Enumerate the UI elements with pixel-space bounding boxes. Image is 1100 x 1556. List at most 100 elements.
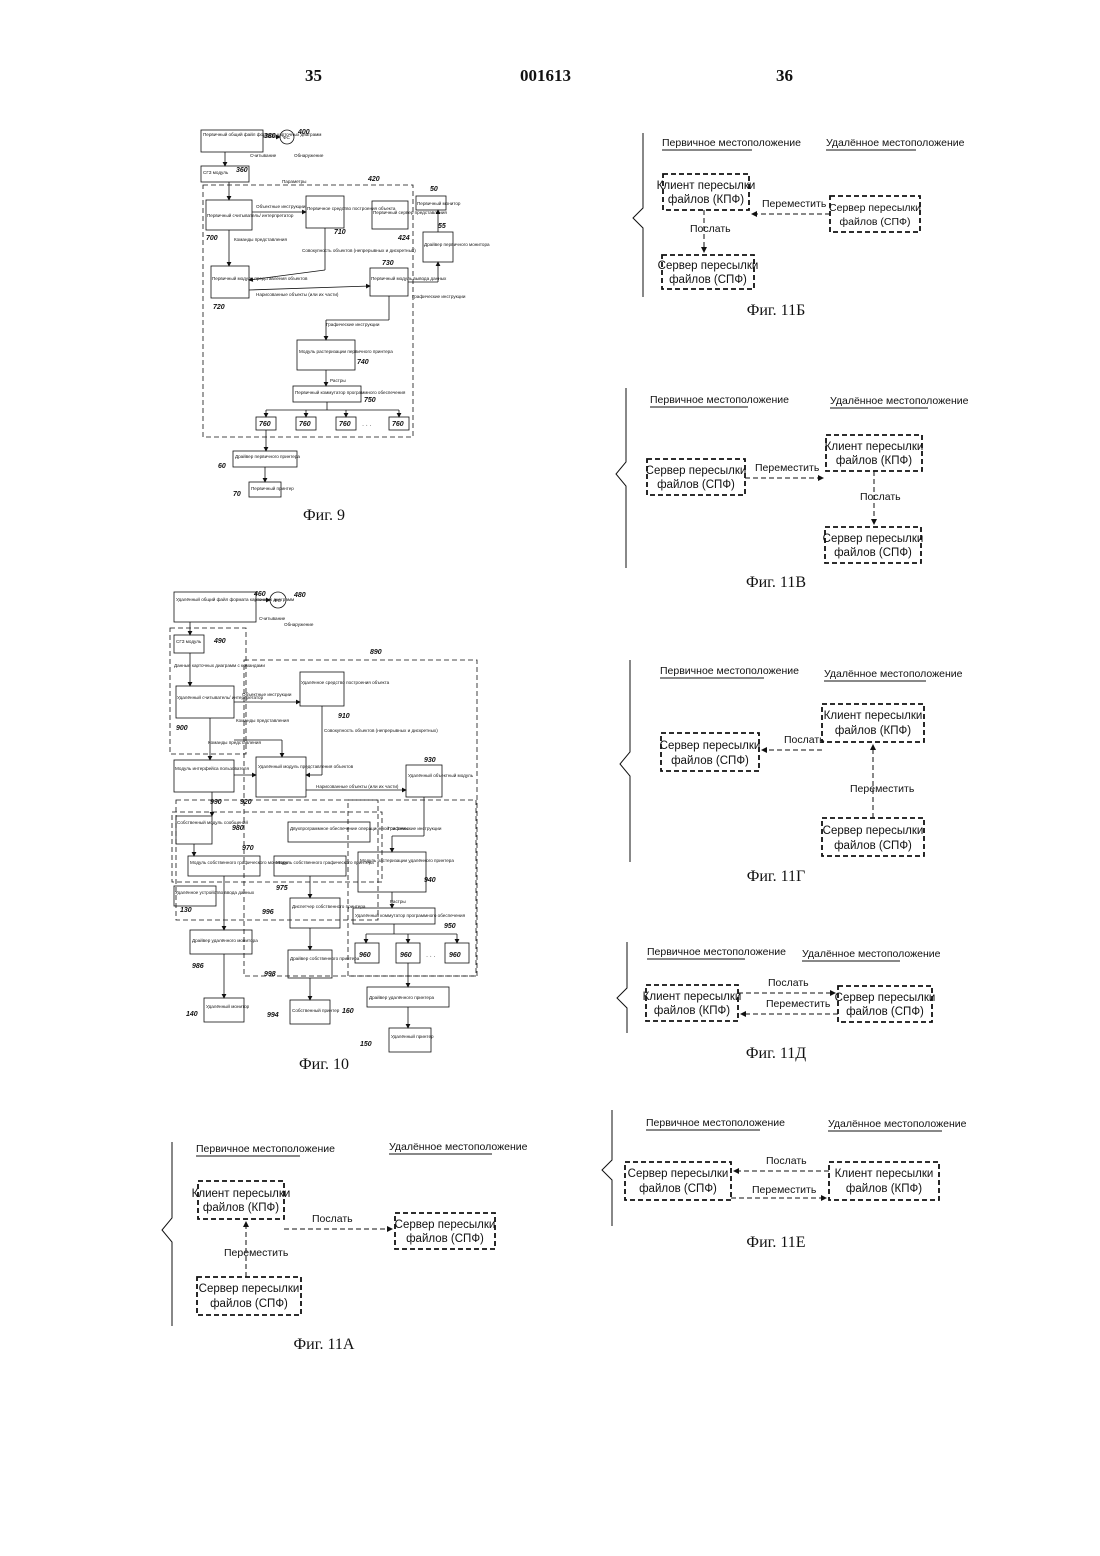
fig9-n760-d: 760 (392, 421, 404, 428)
f11b-server-r-2: файлов (СПФ) (839, 216, 910, 228)
fig10-obj-set: Совокупность объектов (непрерывных и дис… (324, 728, 438, 733)
f11b-client-1: Клиент пересылки (657, 180, 756, 192)
fig9-n424: 424 (397, 235, 410, 242)
fig10-output-module: Удалённый объектный модуль (408, 772, 474, 778)
f11e-server-2: файлов (СПФ) (639, 1183, 717, 1195)
f11d-server-1: Сервер пересылки (835, 992, 936, 1004)
remote-monitor-box (204, 998, 244, 1022)
fig11b-caption: Фиг. 11Б (696, 302, 856, 320)
fig9-n760-c: 760 (339, 421, 351, 428)
fig10-read: Считывание (259, 616, 286, 621)
f11e-client-2: файлов (КПФ) (846, 1183, 922, 1195)
f11e-remote: Удалённое местоположение (828, 1118, 967, 1130)
f11g-primary: Первичное местоположение (660, 665, 799, 677)
fig10-n990: 990 (210, 799, 222, 806)
own-printer-driver-box (288, 950, 332, 978)
fig10-n994: 994 (267, 1012, 279, 1019)
fig10-remote-printer-driver: Драйвер удалённого принтера (369, 994, 435, 1000)
fig11v-caption: Фиг. 11В (696, 574, 856, 592)
f11a-send: Послать (312, 1213, 353, 1225)
fig10-switch: Удалённый коммутатор программного обеспе… (355, 912, 466, 918)
fig10-obj-instr: Объектные инструкции (242, 692, 292, 697)
fig9-interpreter: Первичный считыватель/ интерпретатор (207, 212, 294, 218)
fig10-n960-b: 960 (400, 952, 412, 959)
primary-system-frame (203, 185, 413, 437)
fig10-n980: 980 (232, 825, 244, 832)
f11a-client-2: файлов (КПФ) (203, 1202, 279, 1214)
fig10-n910: 910 (338, 713, 350, 720)
f11b-move: Переместить (762, 198, 827, 210)
fig10-n930: 930 (424, 757, 436, 764)
own-dispatcher-box (290, 898, 340, 928)
f11b-client-2: файлов (КПФ) (668, 194, 744, 206)
fig9-n760-a: 760 (259, 421, 271, 428)
fig10-own-monitor-mod: Модуль собственного графического монитор… (190, 860, 289, 865)
f11b-primary: Первичное местоположение (662, 137, 801, 149)
f11d-remote: Удалённое местоположение (802, 948, 941, 960)
fig10-pres-cmds2: Команды представления (208, 740, 261, 745)
fig9-read: Считывание (250, 153, 277, 158)
fig9-fs: ФС (283, 135, 290, 140)
f11d-client-2: файлов (КПФ) (654, 1005, 730, 1017)
fig9-n380: 380 (264, 133, 276, 140)
remote-printer-box (389, 1028, 431, 1052)
figure-11a: Первичное местоположение Удалённое место… (162, 1141, 528, 1326)
f11e-server-1: Сервер пересылки (628, 1168, 729, 1180)
ui-module-box (174, 760, 234, 792)
f11g-client-1: Клиент пересылки (824, 710, 923, 722)
fig10-n490: 490 (213, 638, 226, 645)
f11b-server-l-2: файлов (СПФ) (669, 274, 747, 286)
fig10-remote-mon-driver: Драйвер удалённого монитора (192, 937, 258, 943)
figure-11b: Первичное местоположение Удалённое место… (633, 133, 965, 297)
fig10-rasters: Растры (390, 899, 406, 904)
fig11a-caption: Фиг. 11А (244, 1336, 404, 1354)
fig9-n730: 730 (382, 260, 394, 267)
own-printer-mod-box (274, 856, 346, 876)
fig9-n70: 70 (233, 491, 241, 498)
remote-system-frame (244, 660, 477, 976)
f11v-move: Переместить (755, 462, 820, 474)
fig9-pres-server: Первичный сервер представления (373, 209, 447, 215)
fig9-n740: 740 (357, 359, 369, 366)
input-device-box (174, 886, 216, 906)
f11d-primary: Первичное местоположение (647, 946, 786, 958)
fig9-rasters: Растры (330, 378, 346, 383)
f11e-send: Послать (766, 1155, 807, 1167)
fig10-raster-module: Модуль растеризации удалённого принтера (360, 858, 454, 863)
f11a-primary: Первичное местоположение (196, 1143, 335, 1155)
f11v-send: Послать (860, 491, 901, 503)
fig9-switch: Первичный коммутатор программного обеспе… (295, 389, 406, 395)
fig10-own-printer: Собственный принтер (292, 1007, 340, 1013)
fig10-n150: 150 (360, 1041, 372, 1048)
f11v-server-l-1: Сервер пересылки (646, 465, 747, 477)
fig10-n140: 140 (186, 1011, 198, 1018)
figure-11v: Первичное местоположение Удалённое место… (616, 388, 969, 568)
f11d-move: Переместить (766, 998, 831, 1010)
f11g-move: Переместить (850, 783, 915, 795)
output-module-box (406, 765, 442, 797)
figure-9-text: Первичный общий файл формата карточных д… (203, 129, 490, 498)
fig10-remote-monitor: Удалённый монитор (206, 1003, 250, 1009)
f11a-server-l-1: Сервер пересылки (199, 1283, 300, 1295)
fig11e-caption: Фиг. 11Е (696, 1234, 856, 1252)
fig9-graph-instr-right: Графические инструкции (412, 294, 466, 299)
fig9-dots: · · · (362, 422, 372, 429)
fig9-n360: 360 (236, 167, 248, 174)
fig9-n700: 700 (206, 235, 218, 242)
f11v-server-r-1: Сервер пересылки (823, 533, 924, 545)
fig9-monitor: Первичный монитор (417, 200, 461, 206)
output-module-box (370, 268, 408, 296)
fig10-drawn: Нарисованные объекты (или их части) (316, 784, 399, 789)
figure-11d: Первичное местоположение Удалённое место… (617, 942, 941, 1033)
f11g-server-l-2: файлов (СПФ) (671, 755, 749, 767)
f11a-client-1: Клиент пересылки (192, 1188, 291, 1200)
f11g-client-2: файлов (КПФ) (835, 725, 911, 737)
fig11g-caption: Фиг. 11Г (696, 868, 856, 886)
fig9-obj-set: Совокупность объектов (непрерывных и дис… (302, 248, 416, 253)
f11a-move: Переместить (224, 1247, 289, 1259)
f11a-server-l-2: файлов (СПФ) (210, 1298, 288, 1310)
fig10-detect: Обнаружение (284, 622, 314, 627)
fig10-own-printer-driver: Драйвер собственного принтера (290, 955, 360, 961)
fig10-n460: 460 (253, 591, 266, 598)
